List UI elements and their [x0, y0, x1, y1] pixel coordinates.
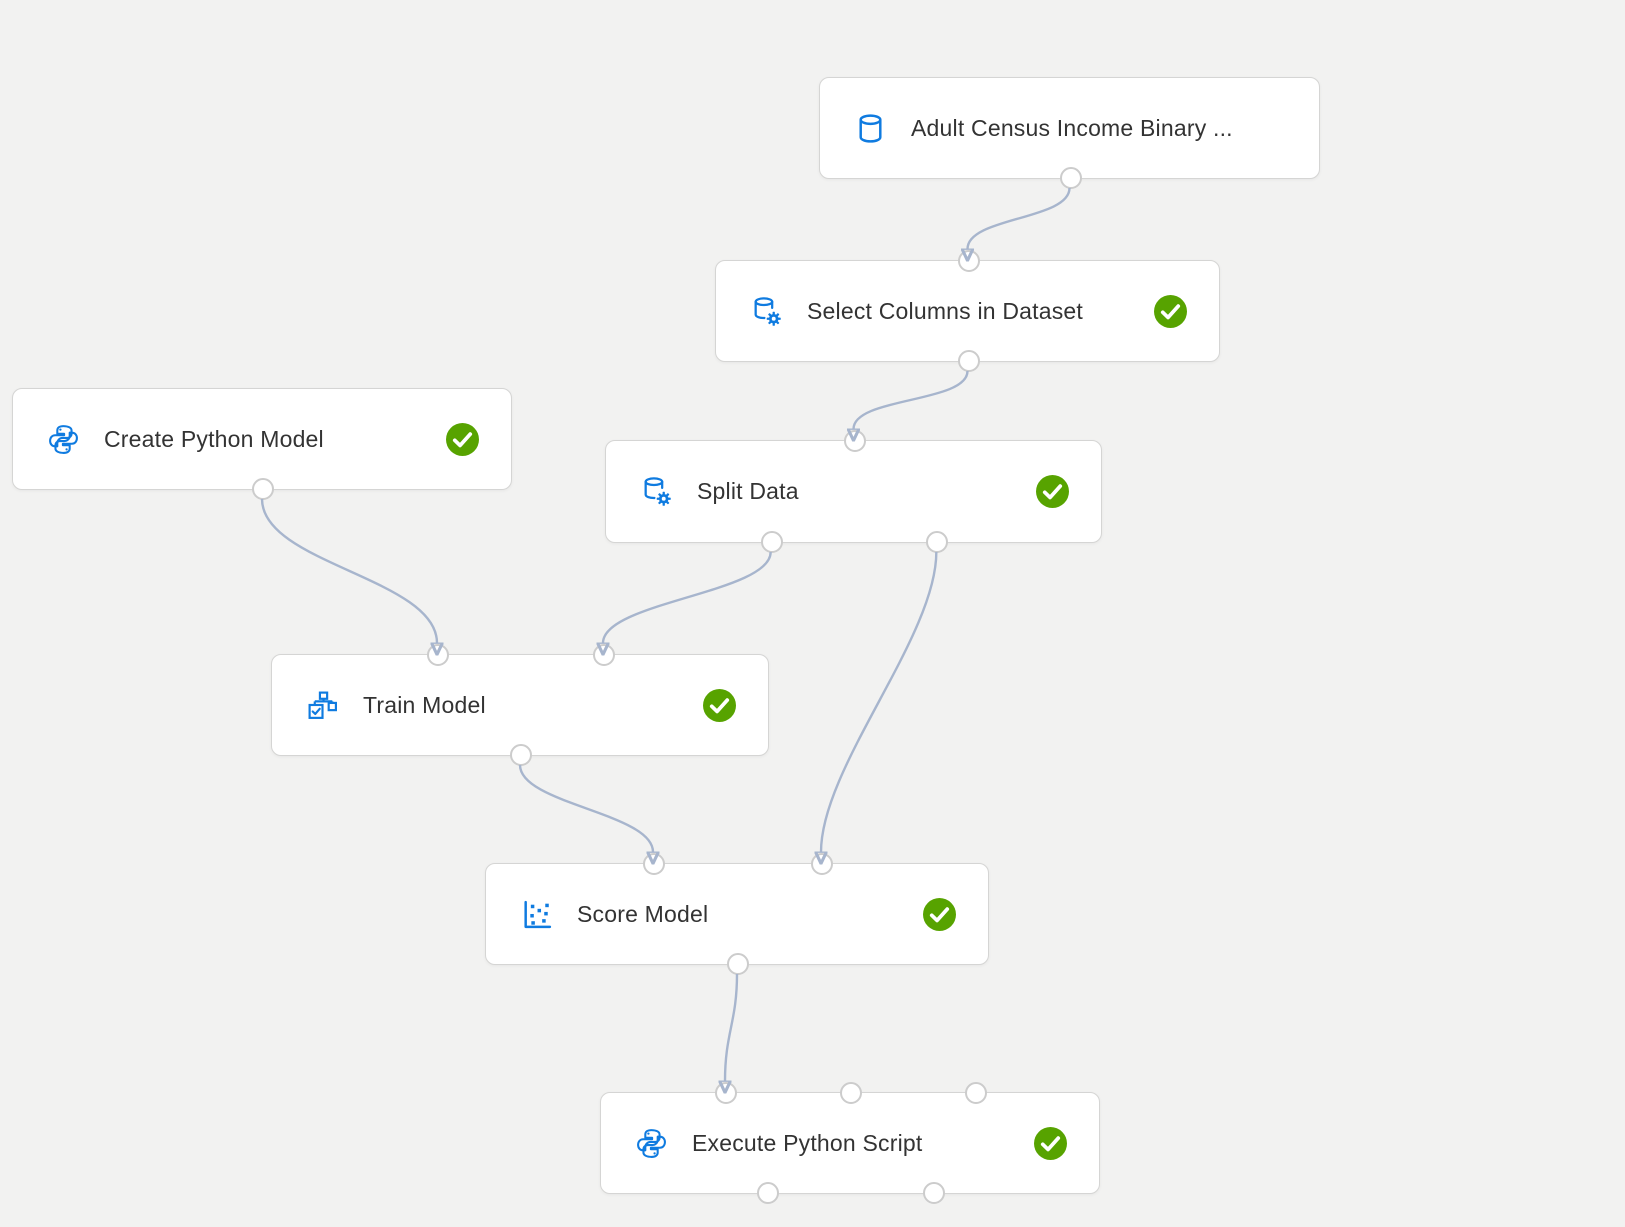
- status-completed-icon: [1154, 294, 1187, 328]
- node-label: Split Data: [697, 478, 799, 504]
- status-completed-icon: [1036, 475, 1069, 508]
- output-port-0[interactable]: [252, 478, 274, 500]
- dataset-gear-icon: [750, 295, 783, 328]
- status-completed-icon: [1034, 1126, 1067, 1160]
- node-train-model[interactable]: Train Model: [271, 644, 769, 766]
- edge-adult-census-dataset-to-select-columns-in-dataset: [968, 187, 1071, 249]
- edge-split-data-to-train-model: [603, 551, 772, 643]
- node-create-python-model[interactable]: Create Python Model: [12, 388, 512, 500]
- status-completed-icon: [446, 422, 479, 456]
- output-port-1[interactable]: [923, 1182, 946, 1204]
- edge-split-data-to-score-model: [821, 551, 938, 852]
- output-port-0[interactable]: [760, 531, 783, 553]
- output-port-0[interactable]: [727, 953, 749, 975]
- output-port-0[interactable]: [510, 744, 532, 766]
- node-select-columns-in-dataset[interactable]: Select Columns in Dataset: [715, 250, 1220, 372]
- edge-score-model-to-execute-python-script: [725, 973, 739, 1081]
- input-port-0[interactable]: [643, 853, 665, 875]
- train-model-icon: [306, 689, 339, 722]
- node-label: Adult Census Income Binary ...: [911, 114, 1233, 141]
- node-label: Execute Python Script: [692, 1129, 923, 1156]
- input-port-1[interactable]: [811, 853, 833, 875]
- edge-create-python-model-to-train-model: [260, 498, 437, 643]
- output-port-1[interactable]: [926, 531, 949, 553]
- dataset-gear-icon: [640, 475, 673, 508]
- output-port-0[interactable]: [957, 350, 980, 372]
- input-port-0[interactable]: [715, 1082, 737, 1104]
- node-execute-python-script[interactable]: Execute Python Script: [600, 1082, 1100, 1204]
- python-icon: [635, 1127, 668, 1160]
- node-label: Create Python Model: [104, 425, 324, 452]
- input-port-0[interactable]: [843, 430, 866, 452]
- input-port-2[interactable]: [965, 1082, 987, 1104]
- output-port-0[interactable]: [756, 1182, 779, 1204]
- status-completed-icon: [923, 897, 956, 931]
- node-split-data[interactable]: Split Data: [605, 430, 1102, 553]
- node-adult-census-dataset[interactable]: Adult Census Income Binary ...: [819, 77, 1320, 189]
- input-port-0[interactable]: [957, 250, 980, 272]
- edge-select-columns-in-dataset-to-split-data: [854, 370, 969, 429]
- node-score-model[interactable]: Score Model: [485, 853, 989, 975]
- node-label: Select Columns in Dataset: [807, 297, 1084, 324]
- python-icon: [47, 423, 80, 456]
- output-port-0[interactable]: [1059, 167, 1082, 189]
- edge-train-model-to-score-model: [518, 764, 653, 852]
- input-port-1[interactable]: [593, 644, 615, 666]
- scatter-plot-icon: [520, 898, 553, 931]
- dataset-icon: [854, 112, 887, 145]
- input-port-0[interactable]: [427, 644, 449, 666]
- status-completed-icon: [703, 688, 736, 722]
- node-label: Train Model: [363, 691, 486, 718]
- node-label: Score Model: [577, 900, 709, 927]
- input-port-1[interactable]: [840, 1082, 862, 1104]
